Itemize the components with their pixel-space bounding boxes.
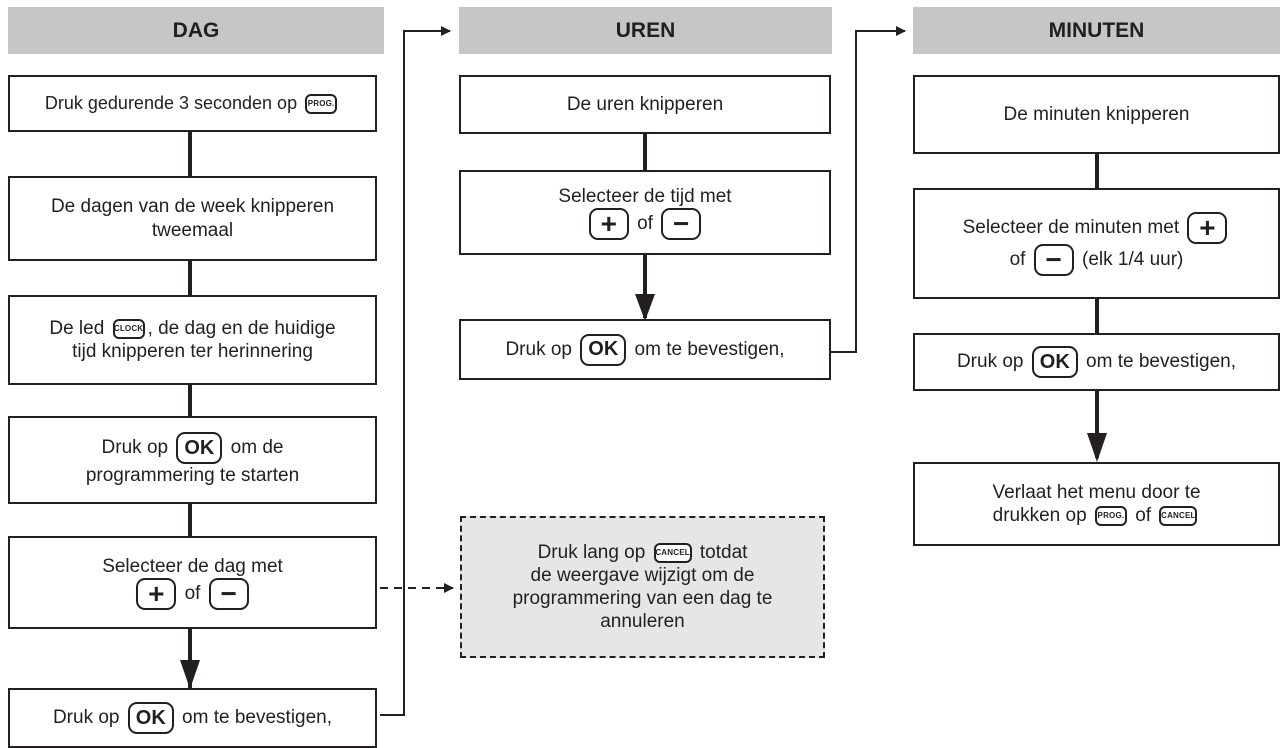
clock-button-icon: CLOCK xyxy=(112,318,145,339)
dag-step-3-before: De led xyxy=(49,317,105,339)
plus-button-icon: + xyxy=(588,208,629,241)
uren-step-3-before: Druk op xyxy=(505,338,572,360)
dag-step-1: Druk gedurende 3 seconden op PROG. xyxy=(8,75,377,132)
dag-step-6-after: om te bevestigen, xyxy=(182,707,333,729)
ok-button-icon: OK xyxy=(176,432,223,465)
cancel-note-before: Druk lang op xyxy=(537,541,646,563)
minuten-step-2: Selecteer de minuten met + of − (elk 1/4… xyxy=(913,188,1280,299)
plus-button-icon: + xyxy=(1187,211,1228,244)
uren-step-2-line1: Selecteer de tijd met xyxy=(558,185,732,207)
cancel-note-line4: annuleren xyxy=(600,611,685,633)
dag-step-4-before: Druk op xyxy=(101,437,169,459)
cancel-note-line3: programmering van een dag te xyxy=(512,588,773,609)
minus-button-icon: − xyxy=(1033,243,1074,276)
minuten-step-1: De minuten knipperen xyxy=(913,75,1280,154)
minuten-step-2-of: of xyxy=(1009,248,1026,270)
dag-step-5-of: of xyxy=(184,583,201,605)
minuten-step-4-before: drukken op xyxy=(992,505,1087,526)
cancel-note: Druk lang op CANCEL totdat de weergave w… xyxy=(460,516,825,658)
minuten-step-4: Verlaat het menu door te drukken op PROG… xyxy=(913,462,1280,546)
dag-step-5-line1: Selecteer de dag met xyxy=(102,555,283,577)
uren-step-3: Druk op OK om te bevestigen, xyxy=(459,319,831,380)
plus-button-icon: + xyxy=(136,578,177,611)
minuten-step-4-of: of xyxy=(1135,505,1152,526)
minuten-step-3: Druk op OK om te bevestigen, xyxy=(913,333,1280,391)
dag-step-4: Druk op OK om de programmering te starte… xyxy=(8,416,377,504)
uren-step-1: De uren knipperen xyxy=(459,75,831,134)
prog-button-icon: PROG. xyxy=(1094,505,1127,526)
minuten-step-3-before: Druk op xyxy=(956,351,1024,373)
header-dag: DAG xyxy=(8,7,384,54)
dag-step-3-line2: tijd knipperen ter herinnering xyxy=(72,341,313,362)
uren-to-minuten-connector xyxy=(830,26,906,353)
minuten-step-4-line1: Verlaat het menu door te xyxy=(992,481,1201,503)
cancel-button-icon: CANCEL xyxy=(1159,505,1198,526)
header-uren: UREN xyxy=(459,7,832,54)
uren-step-3-after: om te bevestigen, xyxy=(634,338,785,360)
dag-step-6: Druk op OK om te bevestigen, xyxy=(8,688,377,748)
minuten-step-2-after: (elk 1/4 uur) xyxy=(1082,248,1184,270)
uren-step-2-of: of xyxy=(637,213,653,235)
header-minuten: MINUTEN xyxy=(913,7,1280,54)
minuten-step-3-after: om te bevestigen, xyxy=(1086,351,1237,373)
ok-button-icon: OK xyxy=(580,333,627,366)
dag-step-3: De led CLOCK, de dag en de huidige tijd … xyxy=(8,295,377,385)
dag-step-5: Selecteer de dag met + of − xyxy=(8,536,377,629)
minuten-step-2-line1: Selecteer de minuten met xyxy=(962,216,1180,238)
dag-step-6-before: Druk op xyxy=(52,707,120,729)
dag-step-2-line2: tweemaal xyxy=(151,219,234,241)
uren-step-1-text: De uren knipperen xyxy=(566,93,724,115)
ok-button-icon: OK xyxy=(1031,346,1078,378)
dag-step-4-line2: programmering te starten xyxy=(85,465,300,487)
dag-step-2-line1: De dagen van de week knipperen xyxy=(50,196,335,218)
uren-arrow-2-head xyxy=(635,294,655,321)
dag-step-1-text: Druk gedurende 3 seconden op xyxy=(44,92,298,113)
minuten-step-1-text: De minuten knipperen xyxy=(1003,103,1190,125)
dag-step-2: De dagen van de week knipperen tweemaal xyxy=(8,176,377,261)
dag-step-3-after: , de dag en de huidige xyxy=(147,317,336,339)
uren-step-2: Selecteer de tijd met + of − xyxy=(459,170,831,255)
dag-step-4-after: om de xyxy=(230,437,284,459)
dag-to-uren-connector xyxy=(380,26,451,716)
cancel-note-after: totdat xyxy=(699,541,748,563)
min-arrow-3-head xyxy=(1087,433,1107,462)
dag-arrow-5-head xyxy=(180,660,200,689)
cancel-button-icon: CANCEL xyxy=(653,542,692,563)
prog-button-icon: PROG. xyxy=(305,93,338,114)
ok-button-icon: OK xyxy=(127,702,174,734)
minus-button-icon: − xyxy=(208,578,249,611)
cancel-note-line2: de weergave wijzigt om de xyxy=(530,564,755,586)
minus-button-icon: − xyxy=(661,208,702,241)
